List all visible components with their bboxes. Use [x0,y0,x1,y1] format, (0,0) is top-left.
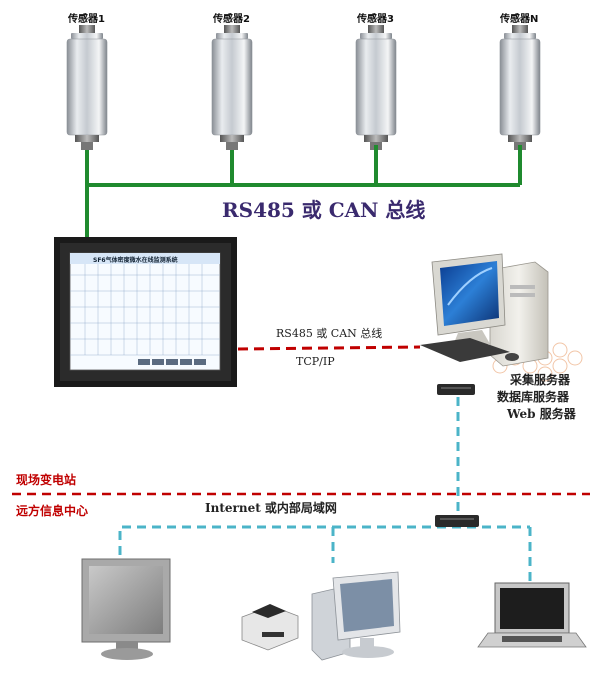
sensor-1 [66,25,108,150]
touch-panel-monitor [54,237,237,387]
network-label: Internet 或内部局域网 [205,501,337,515]
zone-remote-label: 远方信息中心 [16,504,89,518]
sensor-2 [211,25,253,150]
link-label-top: RS485 或 CAN 总线 [276,327,383,340]
sensor-1-label: 传感器1 [68,14,105,25]
network-switch [435,515,479,527]
client-monitor [81,558,171,660]
rs485-bus-lines [85,145,522,240]
printer-workstation [241,571,401,661]
sensor-2-label: 传感器2 [213,14,250,25]
zone-site-label: 现场变电站 [16,473,77,487]
panel-buttons [138,359,206,365]
bus-title: RS485 或 CAN 总线 [222,198,426,222]
server-role-3: Web 服务器 [507,407,576,421]
sensor-n [499,25,541,150]
server-role-2: 数据库服务器 [497,390,570,404]
server-computer [420,253,583,395]
panel-title: SF6气体密度微水在线监测系统 [93,257,178,264]
sensor-3-label: 传感器3 [357,14,394,25]
laptop [477,582,587,648]
panel-grid [70,264,220,356]
link-label-bottom: TCP/IP [296,355,335,368]
tcpip-link-line [237,345,421,351]
server-role-1: 采集服务器 [510,373,571,387]
sensor-n-label: 传感器N [500,14,539,25]
sensor-3 [355,25,397,150]
lan-dashed-lines [118,397,532,583]
